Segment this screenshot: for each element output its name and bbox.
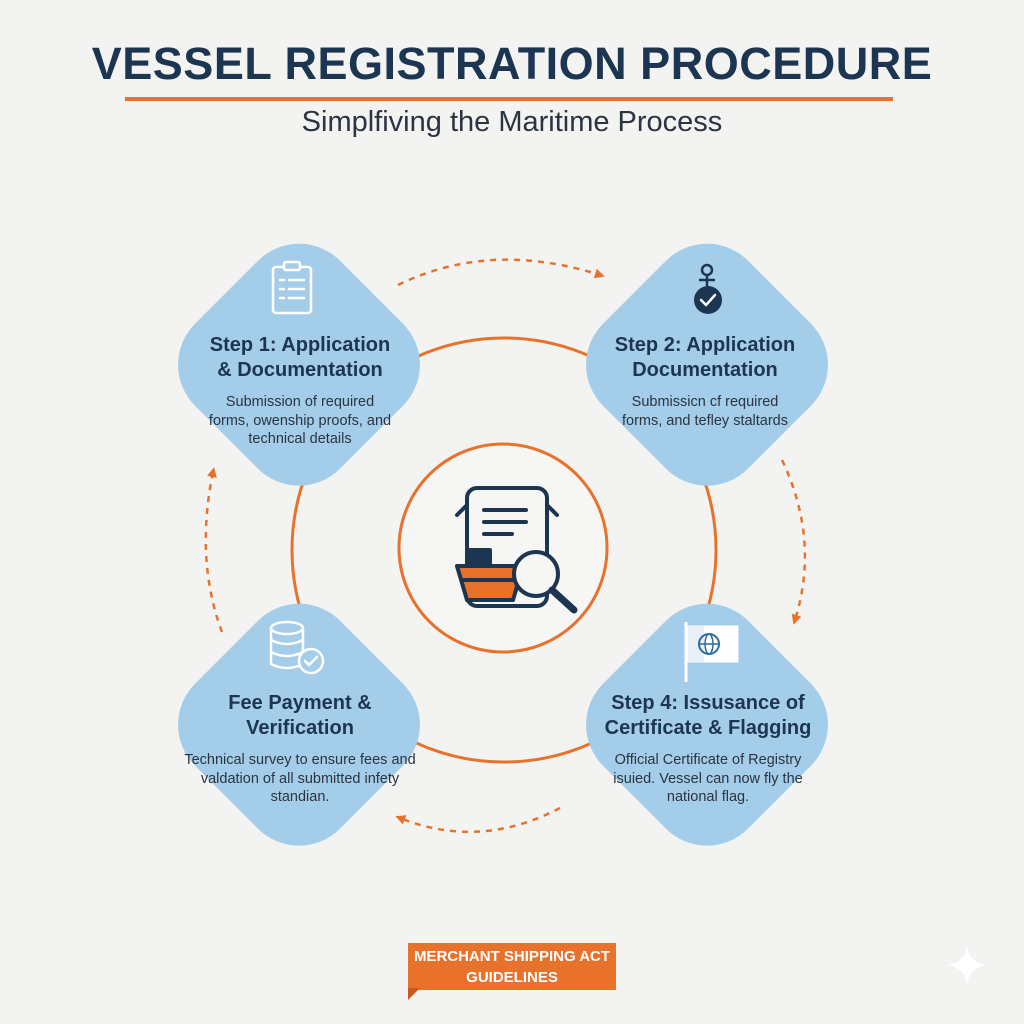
arrow-step2-to-step4	[780, 459, 807, 625]
page-subtitle: Simplfiving the Maritime Process	[301, 106, 723, 138]
step-4-title-line1: Step 4: Issusance of	[611, 692, 805, 714]
footer-badge-line2: GUIDELINES	[466, 969, 558, 986]
step-1-card: Step 1: Application & Documentation Subm…	[180, 333, 420, 449]
footer-badge-line1: MERCHANT SHIPPING ACT	[413, 948, 611, 965]
clipboard-icon	[271, 260, 313, 315]
step-3-title-line2: Verification	[246, 717, 354, 739]
flag-globe-icon	[684, 622, 739, 682]
step-3-card: Fee Payment & Verification Technical sur…	[180, 691, 420, 807]
footer-badge-tail	[408, 988, 420, 1000]
step-1-card-shape	[178, 243, 420, 486]
step-4-card: Step 4: Issusance of Certificate & Flagg…	[588, 691, 828, 807]
sparkle-icon	[947, 945, 987, 985]
document-ship-magnifier-icon	[455, 486, 578, 614]
step-2-card-shape	[586, 243, 828, 486]
anchor-check-icon	[694, 263, 722, 314]
step-2-title-line1: Step 2: Application	[614, 334, 796, 356]
step-1-description: Submission of required forms, owenship p…	[208, 394, 392, 447]
step-4-card-shape	[586, 603, 828, 846]
step-4-description: Official Certificate of Registry isuied.…	[613, 752, 803, 805]
step-3-title-line1: Fee Payment &	[228, 692, 372, 714]
step-2-title: Step 2: Application Documentation	[585, 333, 825, 383]
step-2-title-line2: Documentation	[632, 359, 778, 381]
footer-badge: MERCHANT SHIPPING ACT GUIDELINES	[408, 943, 616, 990]
step-3-description: Technical survey to ensure fees and vald…	[184, 752, 416, 805]
step-3-card-shape	[178, 603, 420, 846]
step-3-title: Fee Payment & Verification	[180, 691, 420, 741]
arrow-step3-to-step1	[204, 467, 224, 633]
step-1-title-line2: & Documentation	[217, 359, 383, 381]
title-underline	[125, 97, 893, 101]
step-2-description: Submissicn cf required forms, and tefley…	[621, 394, 788, 429]
coins-check-icon	[269, 620, 325, 675]
step-4-title: Step 4: Issusance of Certificate & Flagg…	[588, 691, 828, 741]
arrow-step1-to-step2	[397, 258, 605, 287]
process-ring	[290, 336, 718, 764]
step-1-title: Step 1: Application & Documentation	[180, 333, 420, 383]
step-2-card: Step 2: Application Documentation Submis…	[585, 333, 825, 430]
arrow-step4-to-step3	[395, 806, 561, 834]
step-4-title-line2: Certificate & Flagging	[604, 717, 812, 739]
page-title: VESSEL REGISTRATION PROCEDURE	[91, 38, 933, 89]
step-1-title-line1: Step 1: Application	[209, 334, 391, 356]
